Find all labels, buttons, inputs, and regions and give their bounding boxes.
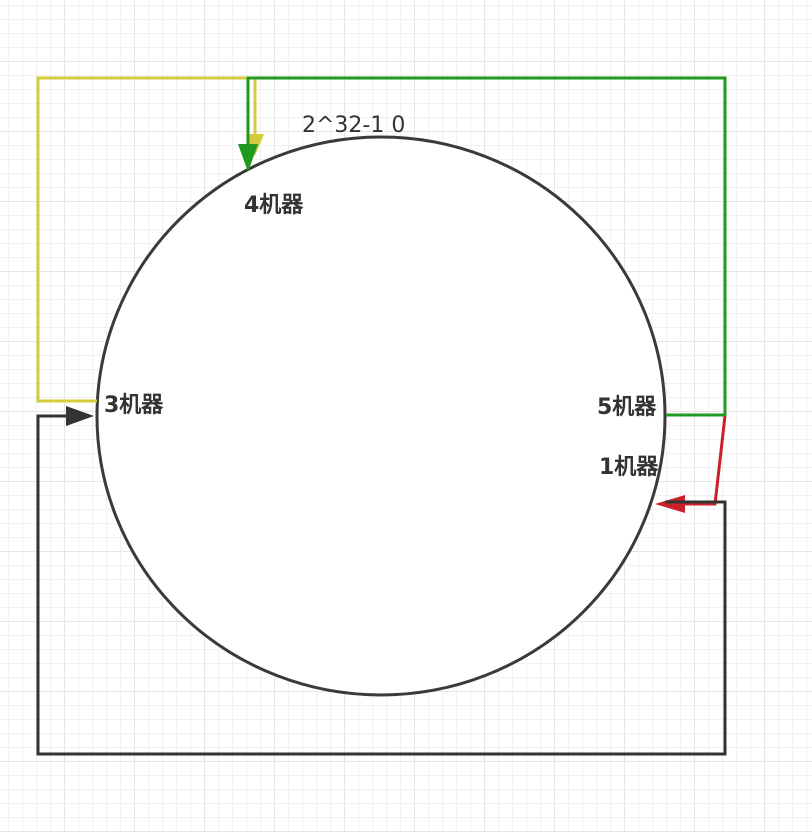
node-label-1: 1机器 (599, 455, 659, 480)
node-label-3: 3机器 (104, 393, 164, 418)
node-label-5: 5机器 (597, 395, 657, 420)
green-arrowhead-icon (238, 144, 258, 172)
red-connector[interactable] (683, 415, 727, 506)
yellow-connector[interactable] (36, 76, 257, 403)
hash-ring[interactable] (95, 135, 667, 697)
red-arrowhead-icon (655, 495, 685, 513)
black-connector[interactable] (36, 414, 727, 756)
black-arrowhead-icon (66, 406, 94, 426)
node-label-4: 4机器 (244, 193, 304, 218)
ring-label: 2^32-1 0 (302, 113, 405, 138)
green-connector[interactable] (246, 76, 727, 417)
